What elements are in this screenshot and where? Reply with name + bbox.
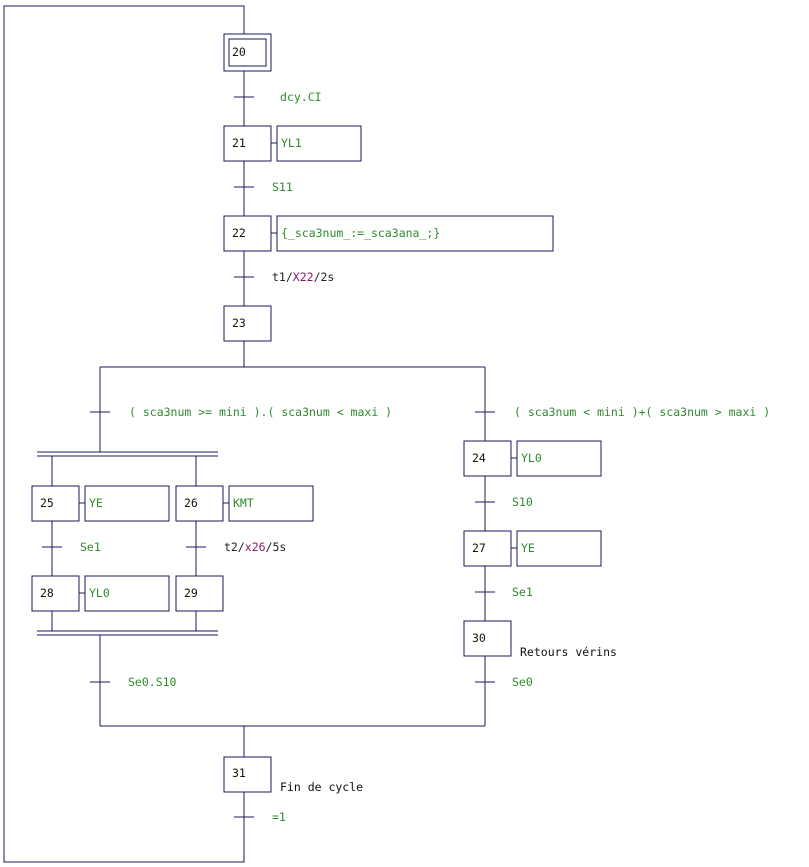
step-20-number: 20 <box>232 45 246 59</box>
condition-22-23: t1/X22/2s <box>272 270 334 284</box>
condition-23-left: ( sca3num >= mini ).( sca3num < maxi ) <box>129 405 392 419</box>
action-box-26 <box>228 485 314 522</box>
step-26[interactable]: 26 <box>175 485 224 522</box>
condition-26-29-part2: x26 <box>245 540 266 554</box>
step-25[interactable]: 25 <box>31 485 80 522</box>
step-22[interactable]: 22 <box>223 215 272 252</box>
loop-back-link <box>3 5 245 863</box>
step-31-number: 31 <box>232 766 246 780</box>
step-22-number: 22 <box>232 226 246 240</box>
condition-26-29: t2/x26/5s <box>224 540 286 554</box>
condition-31-20: =1 <box>272 810 286 824</box>
action-27-text: YE <box>521 541 535 555</box>
step-30[interactable]: 30 <box>463 620 512 657</box>
action-24-text: YL0 <box>521 451 542 465</box>
action-26-text: KMT <box>233 496 254 510</box>
step-23-number: 23 <box>232 316 246 330</box>
step-31-comment: Fin de cycle <box>280 780 363 794</box>
condition-21-22: S11 <box>272 180 293 194</box>
step-31[interactable]: 31 <box>223 756 272 793</box>
condition-24-27: S10 <box>512 495 533 509</box>
condition-22-23-part1: t1/ <box>272 270 293 284</box>
step-20-initial[interactable]: 20 <box>223 33 272 72</box>
condition-26-29-part1: t2/ <box>224 540 245 554</box>
step-26-number: 26 <box>184 496 198 510</box>
condition-20-21: dcy.CI <box>280 90 322 104</box>
step-21[interactable]: 21 <box>223 125 272 162</box>
condition-22-23-part3: /2s <box>314 270 335 284</box>
condition-27-30: Se1 <box>512 585 533 599</box>
condition-23-right: ( sca3num < mini )+( sca3num > maxi ) <box>514 405 770 419</box>
step-29[interactable]: 29 <box>175 575 224 612</box>
action-28-text: YL0 <box>89 586 110 600</box>
action-box-28 <box>84 575 170 612</box>
step-29-number: 29 <box>184 586 198 600</box>
step-28[interactable]: 28 <box>31 575 80 612</box>
action-box-25 <box>84 485 170 522</box>
step-25-number: 25 <box>40 496 54 510</box>
step-21-number: 21 <box>232 136 246 150</box>
step-23[interactable]: 23 <box>223 305 272 342</box>
step-27[interactable]: 27 <box>463 530 512 567</box>
action-box-24 <box>516 440 602 477</box>
condition-25-28: Se1 <box>80 540 101 554</box>
action-box-27 <box>516 530 602 567</box>
step-28-number: 28 <box>40 586 54 600</box>
step-30-number: 30 <box>472 631 486 645</box>
step-30-comment: Retours vérins <box>520 645 617 659</box>
condition-30-31: Se0 <box>512 675 533 689</box>
action-25-text: YE <box>89 496 103 510</box>
action-box-21 <box>276 125 362 162</box>
condition-22-23-part2: X22 <box>293 270 314 284</box>
action-22-text: {_sca3num_:=_sca3ana_;} <box>281 226 440 240</box>
condition-26-29-part3: /5s <box>266 540 287 554</box>
action-box-22 <box>276 215 554 252</box>
step-27-number: 27 <box>472 541 486 555</box>
action-21-text: YL1 <box>281 136 302 150</box>
step-24[interactable]: 24 <box>463 440 512 477</box>
condition-join-31: Se0.S10 <box>128 675 177 689</box>
step-24-number: 24 <box>472 451 486 465</box>
